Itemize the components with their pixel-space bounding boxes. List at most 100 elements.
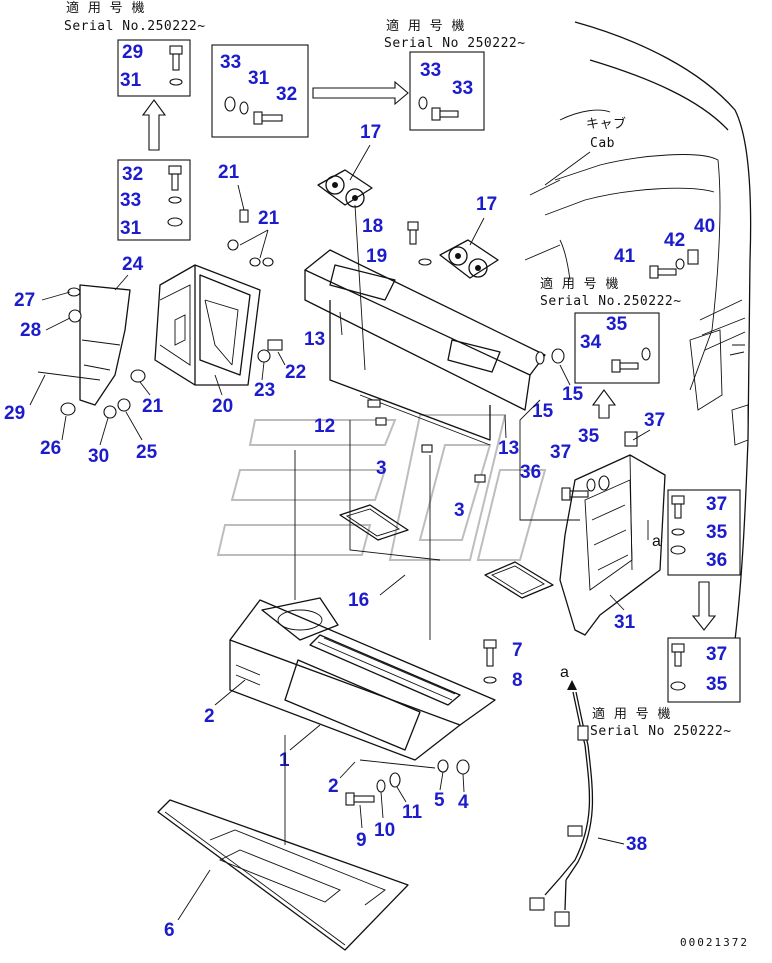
- callout-4: 4: [458, 792, 469, 813]
- bolt-21d-icon: [239, 209, 249, 223]
- side-cover-34: [559, 454, 666, 636]
- callout-17: 17: [360, 122, 381, 143]
- callout-14: 15: [562, 384, 584, 405]
- callout-20: 20: [212, 396, 233, 417]
- callout-7: 7: [512, 640, 523, 661]
- vent-fan-17-right: [439, 239, 499, 279]
- bolt-23-icon: [257, 349, 271, 363]
- grommet-14-icon: [551, 348, 565, 364]
- callout-22: 22: [285, 362, 306, 383]
- document-number: 00021372: [680, 936, 749, 949]
- callout-35: 34: [580, 332, 602, 353]
- washer-32b-icon: [239, 101, 249, 115]
- callout-16: 16: [348, 590, 369, 611]
- callout-35: 37: [706, 644, 727, 665]
- washer-37c-icon: [670, 545, 686, 555]
- callout-5: 5: [434, 790, 445, 811]
- arrow-up-icon: [141, 99, 167, 151]
- bolt-35c-icon: [671, 495, 685, 519]
- callout-31: 29: [122, 42, 143, 63]
- callout-32: 33: [120, 190, 141, 211]
- serial-note-top-center-line2: Serial No 250222~: [384, 36, 526, 51]
- nut-5-icon: [437, 759, 449, 773]
- washer-33-icon: [169, 78, 183, 86]
- callout-38: 37: [644, 410, 665, 431]
- callout-33: 31: [120, 70, 142, 91]
- callout-8: 8: [512, 670, 523, 691]
- callout-33: 33: [220, 52, 241, 73]
- washer-36-icon: [586, 478, 596, 492]
- washer-36b-icon: [671, 528, 685, 536]
- callout-13: 13: [498, 438, 519, 459]
- reference-letter-a-lower: a: [560, 664, 569, 681]
- cover-6: [157, 799, 409, 951]
- leaders-side-cover: [29, 274, 143, 446]
- callout-37: 35: [578, 426, 600, 447]
- side-cover-24: [79, 284, 131, 406]
- arrow-right-icon: [312, 80, 409, 106]
- callout-28: 28: [20, 320, 41, 341]
- bolt-35b-icon: [561, 487, 589, 501]
- callout-31: 33: [452, 78, 473, 99]
- callout-37: 35: [606, 314, 628, 335]
- cab-label-jp: キャブ: [586, 116, 627, 132]
- clip-30-icon: [103, 405, 117, 419]
- serial-note-right-line2: Serial No.250222~: [540, 294, 682, 309]
- arrow-up-right-icon: [591, 389, 617, 419]
- callout-3: 3: [376, 458, 387, 479]
- callout-36: 37: [550, 442, 571, 463]
- callout-33: 31: [120, 218, 142, 239]
- callout-27: 27: [14, 290, 35, 311]
- washer-33b-icon: [167, 217, 183, 227]
- washer-37b-icon: [598, 475, 610, 491]
- callout-6: 6: [164, 920, 175, 941]
- leader-cab: [544, 151, 591, 186]
- wire-harness-39: [529, 691, 594, 927]
- serial-note-top-left-line1: 適 用 号 機: [66, 0, 145, 16]
- leaders-lower-hardware: [359, 771, 465, 829]
- reference-letter-a: a: [652, 533, 661, 550]
- clip-22-icon: [267, 339, 283, 351]
- callout-18: 18: [362, 216, 383, 237]
- callout-10: 10: [374, 820, 395, 841]
- clip-3b-icon: [421, 444, 433, 453]
- bolt-21-head-icon: [227, 239, 239, 251]
- callout-36: 35: [706, 522, 728, 543]
- serial-note-top-left-line2: Serial No.250222~: [64, 19, 206, 34]
- nut-26-icon: [60, 402, 76, 416]
- detail-box-35-37: [667, 637, 741, 703]
- leader-16: [379, 574, 406, 596]
- washer-37a-icon: [641, 347, 651, 361]
- leader-39: [597, 837, 625, 845]
- washer-32-icon: [168, 196, 182, 204]
- leader-6: [177, 869, 211, 921]
- leaders-upper-panel: [339, 144, 507, 439]
- bolt-35a-icon: [611, 359, 639, 373]
- vent-fan-17-left: [317, 169, 373, 208]
- frame-16-right: [484, 561, 554, 599]
- serial-note-right-line1: 適 用 号 機: [540, 276, 619, 292]
- arrow-down-icon: [691, 581, 717, 631]
- washer-10-icon: [376, 779, 386, 793]
- callout-35: 36: [520, 462, 541, 483]
- callout-9: 9: [356, 830, 367, 851]
- bolt-7-icon: [483, 639, 497, 667]
- callout-29: 29: [4, 403, 25, 424]
- callout-2: 2: [328, 776, 339, 797]
- bolt-31d-icon: [431, 107, 459, 121]
- grommet-38-icon: [624, 431, 638, 447]
- bolt-31c-icon: [253, 111, 283, 125]
- washer-8-icon: [483, 676, 497, 684]
- callout-30: 30: [88, 446, 109, 467]
- callout-13: 13: [304, 329, 325, 350]
- callout-37: 36: [706, 550, 727, 571]
- bolt-31b-icon: [168, 165, 182, 191]
- callout-21: 21: [142, 396, 164, 417]
- callout-11: 11: [402, 802, 423, 823]
- callout-39: 38: [626, 834, 647, 855]
- bracket-20: [154, 264, 261, 386]
- clip-12-icon: [367, 399, 381, 408]
- clip-3c-icon: [474, 474, 486, 483]
- callout-25: 25: [136, 442, 158, 463]
- callout-21: 21: [218, 162, 240, 183]
